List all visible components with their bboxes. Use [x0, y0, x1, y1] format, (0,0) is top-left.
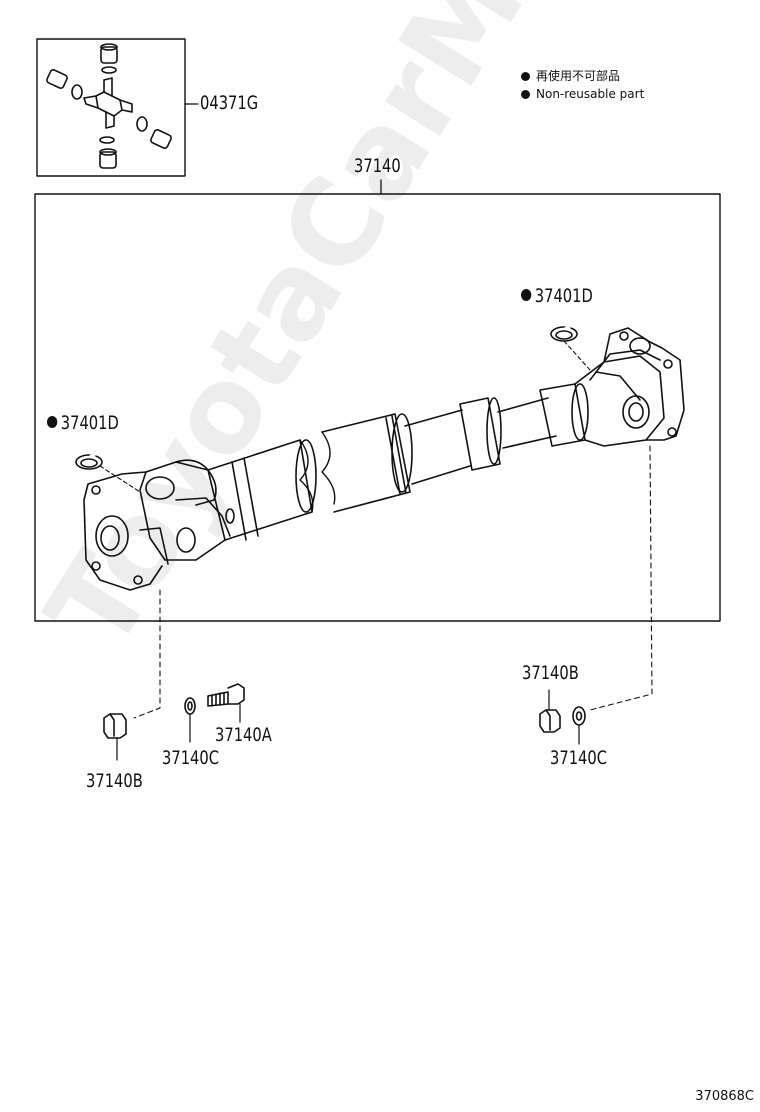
- nut-left-icon: [103, 713, 127, 739]
- universal-joint-kit-drawing: [46, 43, 172, 169]
- label-washer-right: 37140C: [550, 747, 608, 769]
- legend-japanese: 再使用不可部品: [521, 70, 620, 82]
- non-reusable-marker-icon: [47, 416, 58, 428]
- propeller-shaft-drawing: [83, 327, 685, 591]
- label-nut-right: 37140B: [522, 662, 579, 684]
- washer-left-icon: [184, 697, 196, 715]
- washer-right-icon: [572, 706, 586, 726]
- label-snap-ring-front: 37401D: [47, 414, 119, 433]
- label-bolt: 37140A: [215, 724, 272, 746]
- bolt-line-left: [133, 589, 161, 719]
- nut-right-icon: [539, 709, 561, 733]
- label-snap-ring-rear: 37401D: [521, 287, 593, 306]
- legend-dot-icon: [521, 72, 530, 81]
- legend-english: Non-reusable part: [521, 88, 644, 100]
- label-washer-left: 37140C: [162, 747, 220, 769]
- assembly-frame: [34, 193, 721, 622]
- snap-ring-front-icon: [75, 454, 103, 470]
- label-nut-left: 37140B: [86, 770, 143, 792]
- bolt-icon: [207, 683, 245, 707]
- bolt-line-right: [589, 445, 653, 711]
- label-kit-part: 04371G: [200, 92, 259, 114]
- diagram-code: 370868C: [695, 1089, 754, 1104]
- snap-ring-rear-icon: [550, 326, 578, 342]
- legend-dot-icon: [521, 90, 530, 99]
- label-assembly: 37140: [354, 155, 401, 177]
- kit-inset-frame: [36, 38, 186, 177]
- non-reusable-marker-icon: [521, 289, 532, 301]
